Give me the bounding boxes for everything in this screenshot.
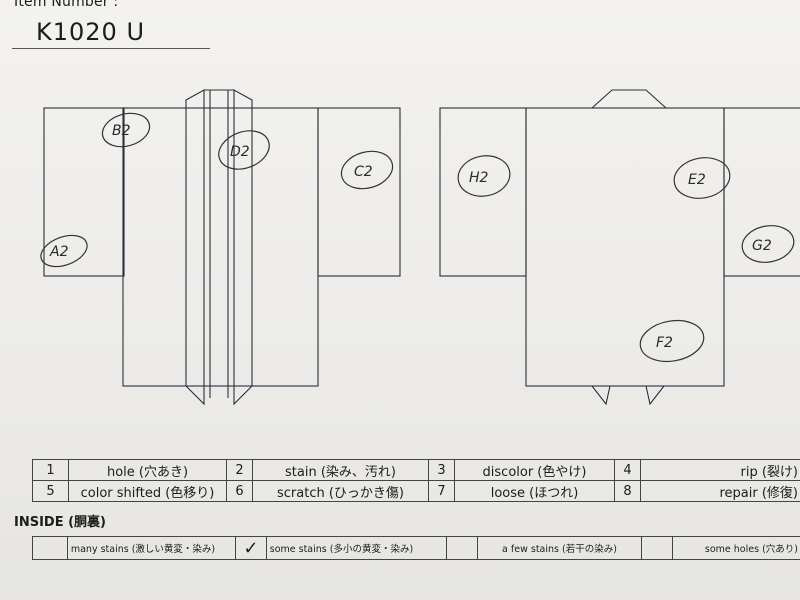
legend-number: 7: [428, 480, 455, 502]
front-body: [122, 107, 319, 387]
mark-b2: B2: [112, 123, 131, 139]
mark-a2-circle: [40, 234, 88, 268]
inside-option-checkbox[interactable]: [32, 536, 68, 560]
legend-number: 3: [428, 459, 455, 481]
garment-back-view: [439, 89, 800, 406]
inside-option-checkbox[interactable]: [446, 536, 478, 560]
mark-e2: E2: [688, 172, 706, 188]
mark-g2-circle: [741, 225, 795, 263]
garment-diagram: B2 D2 C2 A2 H2 E2 G2 F2: [40, 89, 800, 406]
legend-label: loose (ほつれ): [454, 480, 615, 502]
item-number-value: K1020 U: [36, 18, 146, 46]
back-left-sleeve: [439, 107, 527, 277]
front-collar-right-panel: [233, 89, 253, 406]
inside-option-label: many stains (激しい黄変・染み): [66, 536, 237, 560]
legend-label: stain (染み、汚れ): [252, 459, 429, 481]
item-number-underline: [12, 48, 210, 49]
front-left-sleeve: [43, 107, 125, 277]
mark-c2: C2: [354, 164, 373, 180]
front-collar-left-panel: [185, 89, 205, 406]
legend-number: 2: [226, 459, 253, 481]
inside-option-label: some stains (多小の黄変・染み): [265, 536, 448, 560]
inside-condition-row: many stains (激しい黄変・染み) ✓ some stains (多小…: [32, 536, 800, 560]
inside-option-label: some holes (穴あり): [671, 536, 800, 560]
back-hem-left-tab: [591, 385, 611, 406]
legend-label: hole (穴あき): [68, 459, 227, 481]
mark-f2: F2: [656, 335, 673, 351]
mark-h2: H2: [469, 170, 489, 186]
back-collar-top: [591, 89, 667, 109]
inside-option-checkbox[interactable]: ✓: [235, 536, 267, 560]
legend-number: 6: [226, 480, 253, 502]
legend-number: 1: [32, 459, 69, 481]
mark-g2: G2: [752, 238, 772, 254]
legend-label: rip (裂け): [640, 459, 800, 481]
mark-f2-circle: [639, 319, 705, 363]
legend-row: 1 hole (穴あき) 2 stain (染み、汚れ) 3 discolor …: [32, 459, 800, 481]
legend-label: discolor (色やけ): [454, 459, 615, 481]
inside-option-label: a few stains (若干の染み): [476, 536, 643, 560]
legend-number: 5: [32, 480, 69, 502]
inside-condition-table: many stains (激しい黄変・染み) ✓ some stains (多小…: [32, 536, 800, 560]
mark-d2: D2: [230, 144, 250, 160]
back-hem-right-tab: [645, 385, 665, 406]
legend-number: 4: [614, 459, 641, 481]
mark-a2: A2: [49, 244, 69, 260]
mark-h2-circle: [457, 155, 511, 197]
mark-b2-circle: [101, 112, 151, 148]
back-damage-marks: H2 E2 G2 F2: [457, 155, 795, 363]
garment-front-view: [43, 89, 401, 406]
front-right-sleeve: [317, 107, 401, 277]
damage-type-legend: 1 hole (穴あき) 2 stain (染み、汚れ) 3 discolor …: [32, 459, 800, 502]
inside-section-title: INSIDE (胴裏): [14, 515, 106, 530]
front-damage-marks: B2 D2 C2 A2: [40, 112, 394, 268]
back-body: [525, 107, 725, 387]
item-number-label: Item Number :: [14, 0, 119, 10]
mark-c2-circle: [340, 150, 394, 190]
legend-row: 5 color shifted (色移り) 6 scratch (ひっかき傷) …: [32, 480, 800, 502]
inside-option-checkbox[interactable]: [641, 536, 673, 560]
legend-number: 8: [614, 480, 641, 502]
mark-e2-circle: [673, 157, 731, 199]
legend-label: scratch (ひっかき傷): [252, 480, 429, 502]
legend-label: color shifted (色移り): [68, 480, 227, 502]
mark-d2-circle: [218, 130, 270, 170]
legend-label: repair (修復): [640, 480, 800, 502]
